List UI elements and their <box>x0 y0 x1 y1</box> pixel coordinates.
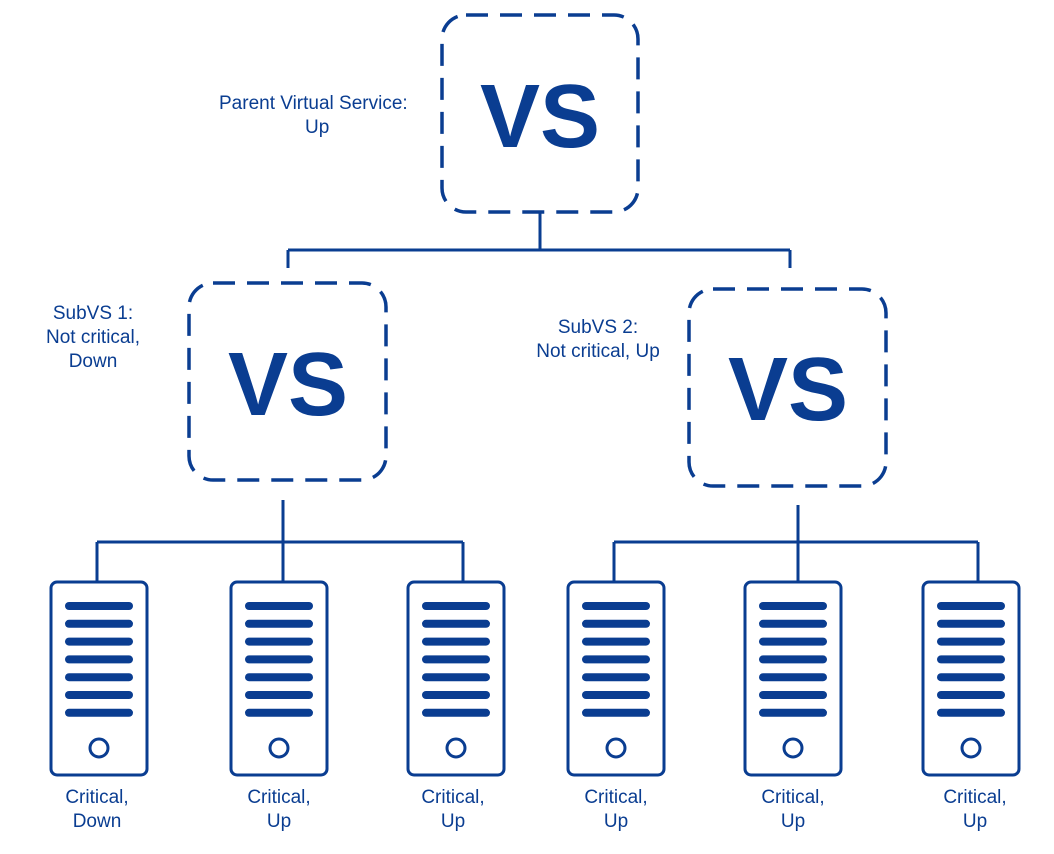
server-slot <box>422 691 490 699</box>
server-slot <box>937 619 1005 628</box>
server-slot <box>245 602 313 610</box>
server-slot <box>759 619 827 628</box>
server-slot <box>759 708 827 717</box>
server-slot <box>65 602 133 610</box>
server-label: Critical, Up <box>229 786 329 834</box>
server-slot <box>422 708 490 717</box>
server6-label-line1: Critical, <box>943 787 1007 808</box>
server-slot <box>422 673 490 682</box>
parent-vs-box: VS <box>440 13 640 214</box>
server-slot <box>65 655 133 664</box>
server-slot <box>937 637 1005 646</box>
server1-label-line2: Down <box>72 811 122 832</box>
server-slot <box>937 691 1005 699</box>
server-icon <box>566 580 666 777</box>
server-slot <box>65 637 133 646</box>
subvs1-vs-text: VS <box>228 335 348 435</box>
server-slot <box>759 637 827 646</box>
server-label: Critical, Up <box>403 786 503 834</box>
subvs1-label-line2: Not critical, <box>46 327 140 348</box>
subvs1-label-line3: Down <box>68 351 118 372</box>
server-slot <box>937 602 1005 610</box>
server3-label-line1: Critical, <box>421 787 485 808</box>
power-button-icon <box>960 737 982 759</box>
server-slot <box>65 673 133 682</box>
power-button-icon <box>88 737 110 759</box>
server-slot <box>65 619 133 628</box>
server-icon <box>49 580 149 777</box>
server-slot <box>422 655 490 664</box>
server-slot <box>937 655 1005 664</box>
server-slot <box>937 673 1005 682</box>
server1-label-line1: Critical, <box>65 787 129 808</box>
server4-label-line1: Critical, <box>584 787 648 808</box>
server-slot <box>422 637 490 646</box>
server-slot <box>245 637 313 646</box>
server4-label-line2: Up <box>603 811 629 832</box>
server-label: Critical, Down <box>47 786 147 834</box>
server2-label-line2: Up <box>266 811 292 832</box>
power-button-icon <box>268 737 290 759</box>
server-slot <box>245 708 313 717</box>
server2-label-line1: Critical, <box>247 787 311 808</box>
server-slot <box>759 655 827 664</box>
server-slot <box>422 619 490 628</box>
parent-vs-text: VS <box>480 67 600 167</box>
server-label: Critical, Up <box>566 786 666 834</box>
server-slot <box>245 691 313 699</box>
parent-label: Parent Virtual Service: Up <box>219 92 408 140</box>
server-slot <box>582 602 650 610</box>
power-button-icon <box>605 737 627 759</box>
server-slot <box>582 637 650 646</box>
subvs1-label-line1: SubVS 1: <box>52 303 134 324</box>
server-icon <box>921 580 1021 777</box>
subvs2-label: SubVS 2: Not critical, Up <box>526 316 670 364</box>
subvs2-vs-box: VS <box>687 287 888 488</box>
server3-label-line2: Up <box>440 811 466 832</box>
server-label: Critical, Up <box>925 786 1025 834</box>
server-icon <box>406 580 506 777</box>
server-slot <box>937 708 1005 717</box>
subvs2-label-line1: SubVS 2: <box>557 317 639 338</box>
server6-label-line2: Up <box>962 811 988 832</box>
power-button-icon <box>782 737 804 759</box>
server-slot <box>582 673 650 682</box>
subvs1-vs-box: VS <box>187 281 388 482</box>
server-slot <box>65 708 133 717</box>
subvs2-vs-text: VS <box>728 340 848 440</box>
server-slot <box>245 673 313 682</box>
server-slot <box>759 691 827 699</box>
server-slot <box>759 602 827 610</box>
parent-label-line1: Parent Virtual Service: <box>219 93 408 114</box>
server5-label-line1: Critical, <box>761 787 825 808</box>
server-label: Critical, Up <box>743 786 843 834</box>
parent-label-line2: Up <box>305 117 330 138</box>
server-slot <box>582 655 650 664</box>
server-slot <box>65 691 133 699</box>
server-slot <box>245 655 313 664</box>
servers <box>49 580 1021 777</box>
server5-label-line2: Up <box>780 811 806 832</box>
server-slot <box>245 619 313 628</box>
server-icon <box>229 580 329 777</box>
server-slot <box>582 619 650 628</box>
server-icon <box>743 580 843 777</box>
server-slot <box>582 691 650 699</box>
server-slot <box>582 708 650 717</box>
server-slot <box>759 673 827 682</box>
subvs2-label-line2: Not critical, Up <box>536 341 660 362</box>
connectors <box>95 213 980 582</box>
server-slot <box>422 602 490 610</box>
power-button-icon <box>445 737 467 759</box>
subvs1-label: SubVS 1: Not critical, Down <box>38 302 148 374</box>
